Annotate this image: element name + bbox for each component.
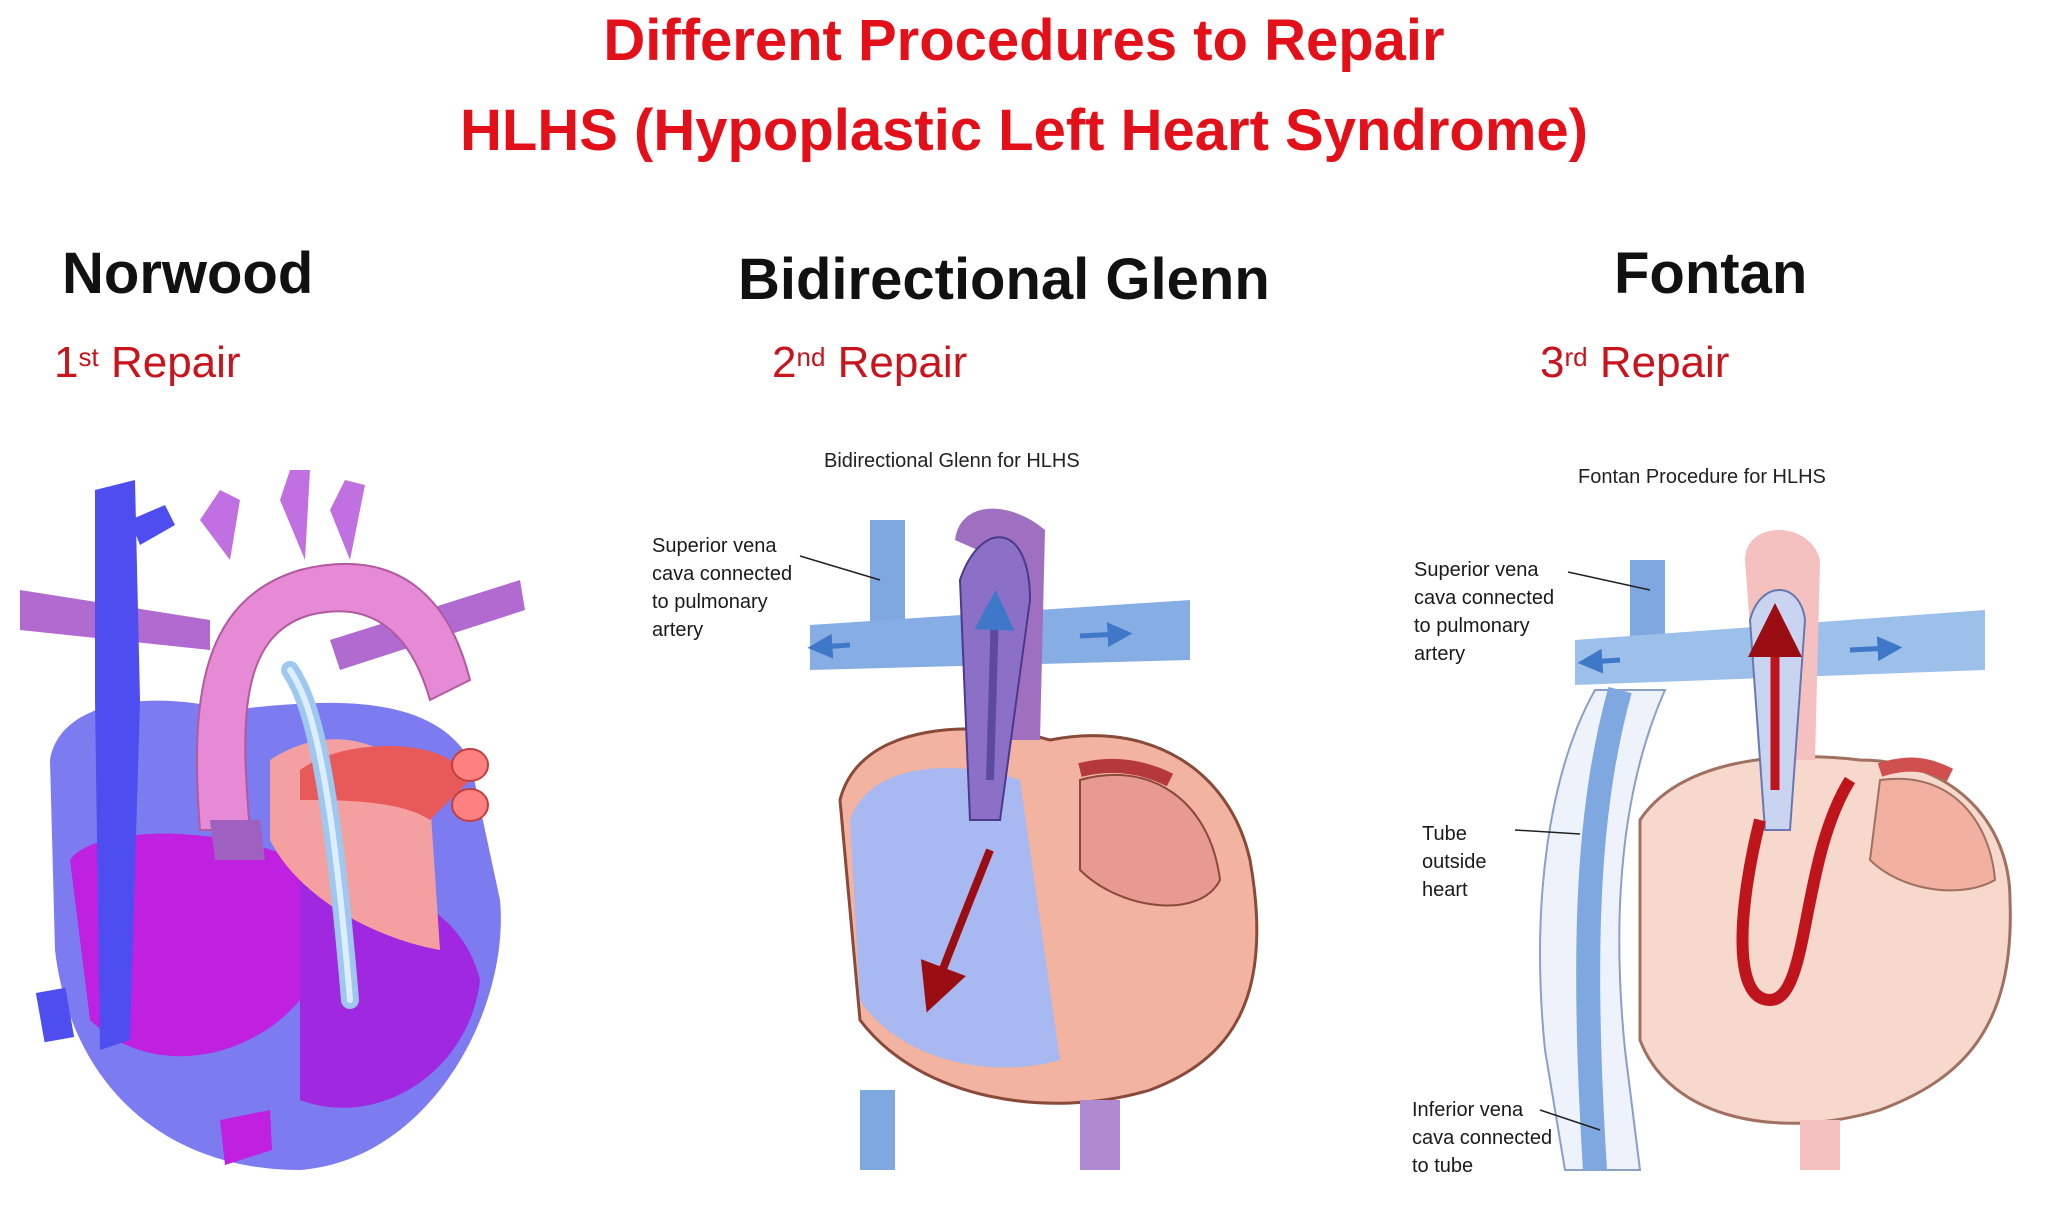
fontan-tube	[1539, 689, 1667, 1171]
glenn-heart	[799, 508, 1259, 1170]
norwood-neo-aorta	[195, 562, 472, 831]
repair-label-1: 1st Repair	[54, 338, 241, 387]
glenn-svc-label: Superior vena cava connected to pulmonar…	[652, 535, 793, 641]
page-title-line-2: HLHS (Hypoplastic Left Heart Syndrome)	[460, 98, 1588, 163]
repair-label-3: 3rd Repair	[1540, 338, 1730, 387]
fontan-svc-label: Superior vena cava connected to pulmonar…	[1414, 559, 1555, 665]
fontan-tube-label: Tube outside heart	[1422, 823, 1487, 901]
norwood-svc	[95, 480, 140, 1050]
repair-label-2: 2nd Repair	[772, 338, 968, 387]
fontan-panel-title: Fontan Procedure for HLHS	[1578, 466, 1826, 488]
glenn-svc	[870, 520, 905, 640]
procedure-name-glenn: Bidirectional Glenn	[738, 247, 1270, 312]
fontan-ivc-label: Inferior vena cava connected to tube	[1412, 1099, 1553, 1177]
norwood-heart	[20, 470, 525, 1170]
norwood-red-artery	[300, 746, 470, 820]
fontan-heart	[1514, 530, 2012, 1171]
page-title-line-1: Different Procedures to Repair	[603, 8, 1445, 73]
procedure-name-fontan: Fontan	[1614, 241, 1808, 306]
glenn-right-ventricle	[850, 768, 1060, 1068]
glenn-panel-title: Bidirectional Glenn for HLHS	[824, 450, 1080, 472]
procedure-name-norwood: Norwood	[62, 241, 314, 306]
